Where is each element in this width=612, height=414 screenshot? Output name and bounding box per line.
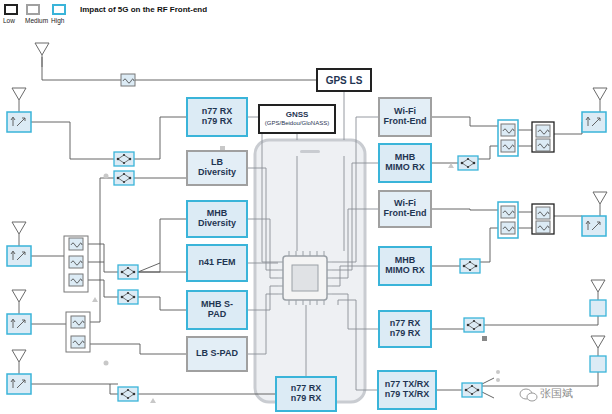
rf-block: n77 RX n79 RX xyxy=(275,376,337,412)
rf-block: MHB Diversity xyxy=(186,200,248,238)
rf-block: n77 TX/RX n79 TX/RX xyxy=(377,370,437,410)
block-label: n77 RX n79 RX xyxy=(385,319,425,339)
legend-label: Low xyxy=(3,17,15,24)
block-label: n77 RX n79 RX xyxy=(197,107,237,127)
block-label: MHB MIMO RX xyxy=(383,256,427,276)
rf-block: n77 RX n79 RX xyxy=(378,310,432,348)
block-label: LB Diversity xyxy=(192,158,242,178)
rf-block: n77 RX n79 RX xyxy=(186,97,248,137)
block-label: GPS LS xyxy=(326,75,363,86)
rf-block: n41 FEM xyxy=(186,244,248,282)
legend-swatch xyxy=(26,4,40,15)
legend-label: Medium xyxy=(25,17,48,24)
block-label: Wi-Fi Front-End xyxy=(382,199,428,219)
block-label: n41 FEM xyxy=(198,258,235,268)
legend-title: Impact of 5G on the RF Front-end xyxy=(80,5,207,14)
block-label: MHB S-PAD xyxy=(197,300,237,320)
block-label: MHB MIMO RX xyxy=(383,153,427,173)
rf-block: LB S-PAD xyxy=(186,336,248,372)
legend-label: High xyxy=(51,17,64,24)
rf-block: GNSS(GPS/Beidou/GloNASS) xyxy=(258,104,336,134)
rf-block: LB Diversity xyxy=(186,150,248,186)
rf-block: MHB MIMO RX xyxy=(378,246,432,286)
rf-block: MHB MIMO RX xyxy=(378,143,432,183)
block-label: LB S-PAD xyxy=(196,349,238,359)
block-label: n77 TX/RX n79 TX/RX xyxy=(381,380,433,400)
block-label: GNSS xyxy=(286,111,309,120)
block-label: (GPS/Beidou/GloNASS) xyxy=(265,120,329,127)
block-label: Wi-Fi Front-End xyxy=(382,107,428,127)
rf-block: MHB S-PAD xyxy=(186,290,248,330)
rf-block: GPS LS xyxy=(316,68,372,92)
legend-swatch xyxy=(4,4,18,15)
block-label: MHB Diversity xyxy=(192,209,242,229)
block-label: n77 RX n79 RX xyxy=(286,384,326,404)
rf-block: Wi-Fi Front-End xyxy=(378,97,432,137)
watermark: 张国斌 xyxy=(540,386,573,401)
legend-swatch xyxy=(52,4,66,15)
rf-block: Wi-Fi Front-End xyxy=(378,190,432,228)
